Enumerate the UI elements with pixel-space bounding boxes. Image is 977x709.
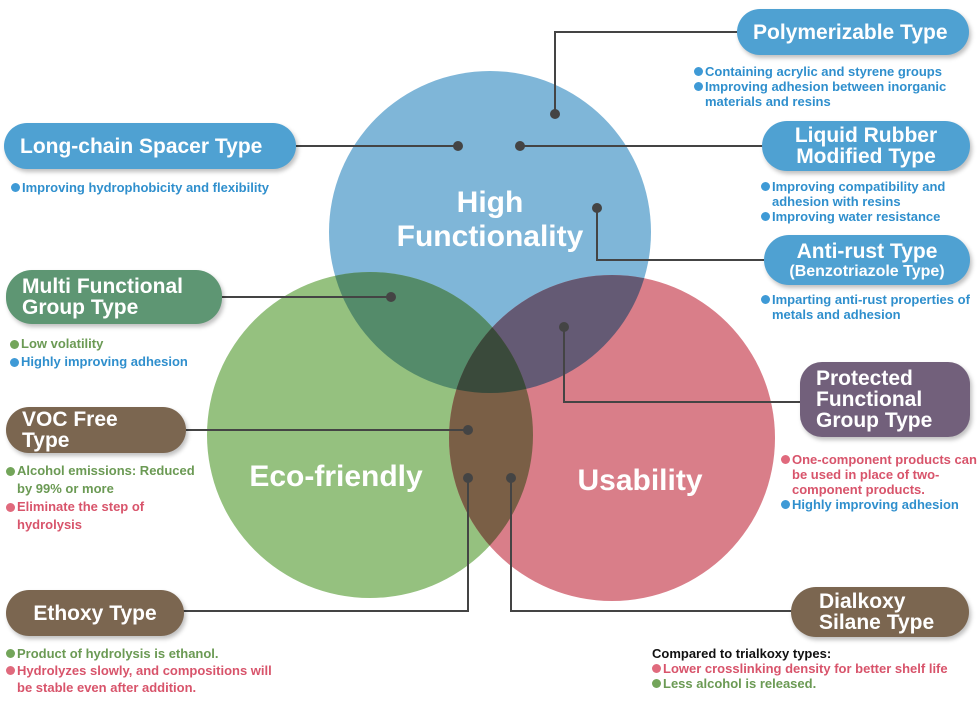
note-item: Product of hydrolysis is ethanol. <box>6 645 276 662</box>
protected-functional-group-type-pill: Protected Functional Group Type <box>800 362 970 437</box>
bullet-icon <box>10 358 19 367</box>
dialkoxy-notes: Compared to trialkoxy types: Lower cross… <box>652 646 977 691</box>
pill-title-line: Dialkoxy <box>819 590 906 613</box>
bullet-icon <box>694 82 703 91</box>
pill-title-line: Group Type <box>816 409 933 432</box>
pill-title: Ethoxy Type <box>33 601 157 625</box>
ethoxy-notes: Product of hydrolysis is ethanol. Hydrol… <box>6 645 276 696</box>
bullet-icon <box>6 467 15 476</box>
note-item: One-component products can be used in pl… <box>781 452 977 497</box>
note-item: Eliminate the step of hydrolysis <box>6 498 196 534</box>
note-item: Improving water resistance <box>761 209 975 224</box>
anchor-dot-multi-functional <box>386 292 396 302</box>
bullet-icon <box>761 182 770 191</box>
note-item: Containing acrylic and styrene groups <box>694 64 974 79</box>
pill-title-line: Silane Type <box>819 611 935 634</box>
bullet-icon <box>761 295 770 304</box>
anchor-dot-polymerizable <box>550 109 560 119</box>
bullet-icon <box>10 340 19 349</box>
anchor-dot-anti-rust <box>592 203 602 213</box>
pill-title-line: Multi Functional <box>22 275 183 298</box>
label-high-line2: Functionality <box>397 220 584 253</box>
bullet-icon <box>6 666 15 675</box>
bullet-icon <box>11 183 20 192</box>
note-item: Hydrolyzes slowly, and compositions will… <box>6 662 276 696</box>
connector-polymerizable <box>554 31 752 114</box>
pill-title-line: Liquid Rubber <box>794 124 938 147</box>
overlap-high-eco <box>329 272 533 393</box>
bullet-icon <box>6 503 15 512</box>
anchor-dot-ethoxy <box>463 473 473 483</box>
anchor-dot-protected <box>559 322 569 332</box>
anchor-dot-long-chain <box>453 141 463 151</box>
anchor-dot-voc-free <box>463 425 473 435</box>
anti-rust-type-pill: Anti-rust Type (Benzotriazole Type) <box>764 235 970 285</box>
connector-ethoxy <box>164 478 469 612</box>
connector-anti-rust <box>596 208 764 261</box>
multi-functional-notes: Low volatility Highly improving adhesion <box>10 335 230 371</box>
note-item: Imparting anti-rust properties of metals… <box>761 292 975 322</box>
pill-title: VOC Free Type <box>22 408 118 452</box>
note-item: Highly improving adhesion <box>781 497 977 512</box>
pill-title-line: Modified Type <box>796 145 936 168</box>
bullet-icon <box>6 649 15 658</box>
liquid-rubber-modified-type-pill: Liquid Rubber Modified Type <box>762 121 970 171</box>
pill-title-line: Functional <box>816 388 923 411</box>
voc-free-notes: Alcohol emissions: Reduced by 99% or mor… <box>6 462 196 534</box>
anti-rust-notes: Imparting anti-rust properties of metals… <box>761 292 975 322</box>
pill-title-line: (Benzotriazole Type) <box>789 262 945 280</box>
bullet-icon <box>652 679 661 688</box>
overlap-high-usability <box>449 275 651 393</box>
polymerizable-type-pill: Polymerizable Type <box>737 9 969 55</box>
polymerizable-notes: Containing acrylic and styrene groups Im… <box>694 64 974 109</box>
note-item: Improving hydrophobicity and flexibility <box>11 180 311 195</box>
note-item: Improving compatibility and adhesion wit… <box>761 179 975 209</box>
bullet-icon <box>694 67 703 76</box>
bullet-icon <box>781 455 790 464</box>
note-item: Alcohol emissions: Reduced by 99% or mor… <box>6 462 196 498</box>
pill-title: Long-chain Spacer Type <box>20 134 263 158</box>
long-chain-notes: Improving hydrophobicity and flexibility <box>11 180 311 195</box>
protected-functional-notes: One-component products can be used in pl… <box>781 452 977 512</box>
long-chain-spacer-type-pill: Long-chain Spacer Type <box>4 123 296 169</box>
bullet-icon <box>761 212 770 221</box>
note-item: Lower crosslinking density for better sh… <box>652 661 977 676</box>
note-item: Improving adhesion between inorganic mat… <box>694 79 974 109</box>
label-usability: Usability <box>577 464 702 497</box>
liquid-rubber-notes: Improving compatibility and adhesion wit… <box>761 179 975 224</box>
pill-title-line: Anti-rust Type <box>796 239 938 263</box>
bullet-icon <box>781 500 790 509</box>
anchor-dot-liquid-rubber <box>515 141 525 151</box>
bullet-icon <box>652 664 661 673</box>
anchor-dot-dialkoxy <box>506 473 516 483</box>
note-item: Low volatility <box>10 335 230 353</box>
note-item: Highly improving adhesion <box>10 353 230 371</box>
pill-title-line: Group Type <box>22 296 139 319</box>
note-item: Less alcohol is released. <box>652 676 977 691</box>
multi-functional-group-type-pill: Multi Functional Group Type <box>6 270 222 324</box>
label-eco-friendly: Eco-friendly <box>249 460 423 493</box>
dialkoxy-intro: Compared to trialkoxy types: <box>652 646 832 661</box>
voc-free-type-pill: VOC Free Type <box>6 407 186 453</box>
pill-title: Polymerizable Type <box>753 20 948 44</box>
ethoxy-type-pill: Ethoxy Type <box>6 590 184 636</box>
connector-protected <box>563 327 800 403</box>
pill-title-line: Protected <box>816 367 913 390</box>
connector-dialkoxy <box>510 478 793 612</box>
dialkoxy-silane-type-pill: Dialkoxy Silane Type <box>791 587 969 637</box>
label-high-line1: High <box>457 186 524 219</box>
